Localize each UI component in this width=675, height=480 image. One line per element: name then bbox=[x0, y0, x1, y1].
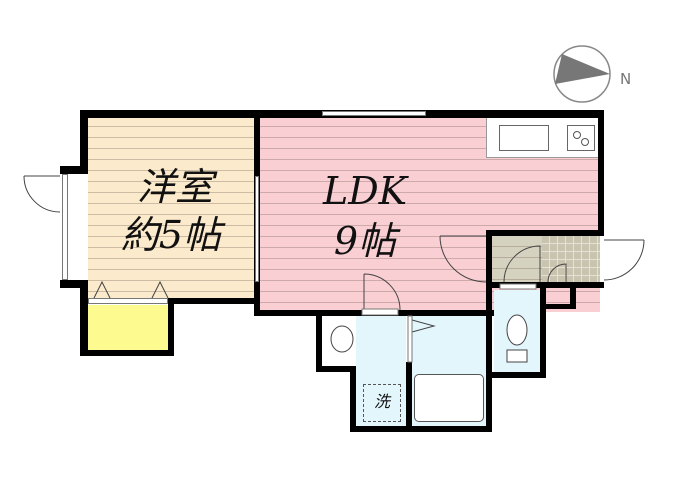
compass bbox=[552, 44, 612, 104]
bathtub bbox=[414, 374, 484, 422]
stove bbox=[567, 125, 595, 151]
compass-north-label: N bbox=[620, 70, 632, 88]
room-washroom bbox=[356, 316, 406, 426]
door-western-ldk bbox=[255, 176, 259, 282]
washbasin bbox=[326, 318, 356, 360]
kitchen-sink bbox=[499, 125, 549, 151]
room-closet bbox=[88, 305, 168, 351]
window-western-left bbox=[62, 174, 68, 280]
room-western-name: 洋室 bbox=[136, 165, 213, 209]
window-ldk-top bbox=[322, 111, 426, 116]
washing-machine-space: 洗 bbox=[363, 384, 401, 422]
compass-icon bbox=[553, 45, 611, 103]
room-ldk-name: LDK bbox=[322, 169, 408, 213]
room-western-size: 約5帖 bbox=[120, 213, 222, 257]
room-entrance bbox=[490, 236, 542, 284]
toilet-bowl-icon bbox=[500, 312, 534, 368]
room-western bbox=[88, 116, 258, 298]
washer-label: 洗 bbox=[373, 392, 390, 411]
room-ldk-size: 9帖 bbox=[333, 219, 397, 263]
entrance-tile bbox=[542, 236, 600, 284]
closet-door bbox=[88, 298, 168, 304]
